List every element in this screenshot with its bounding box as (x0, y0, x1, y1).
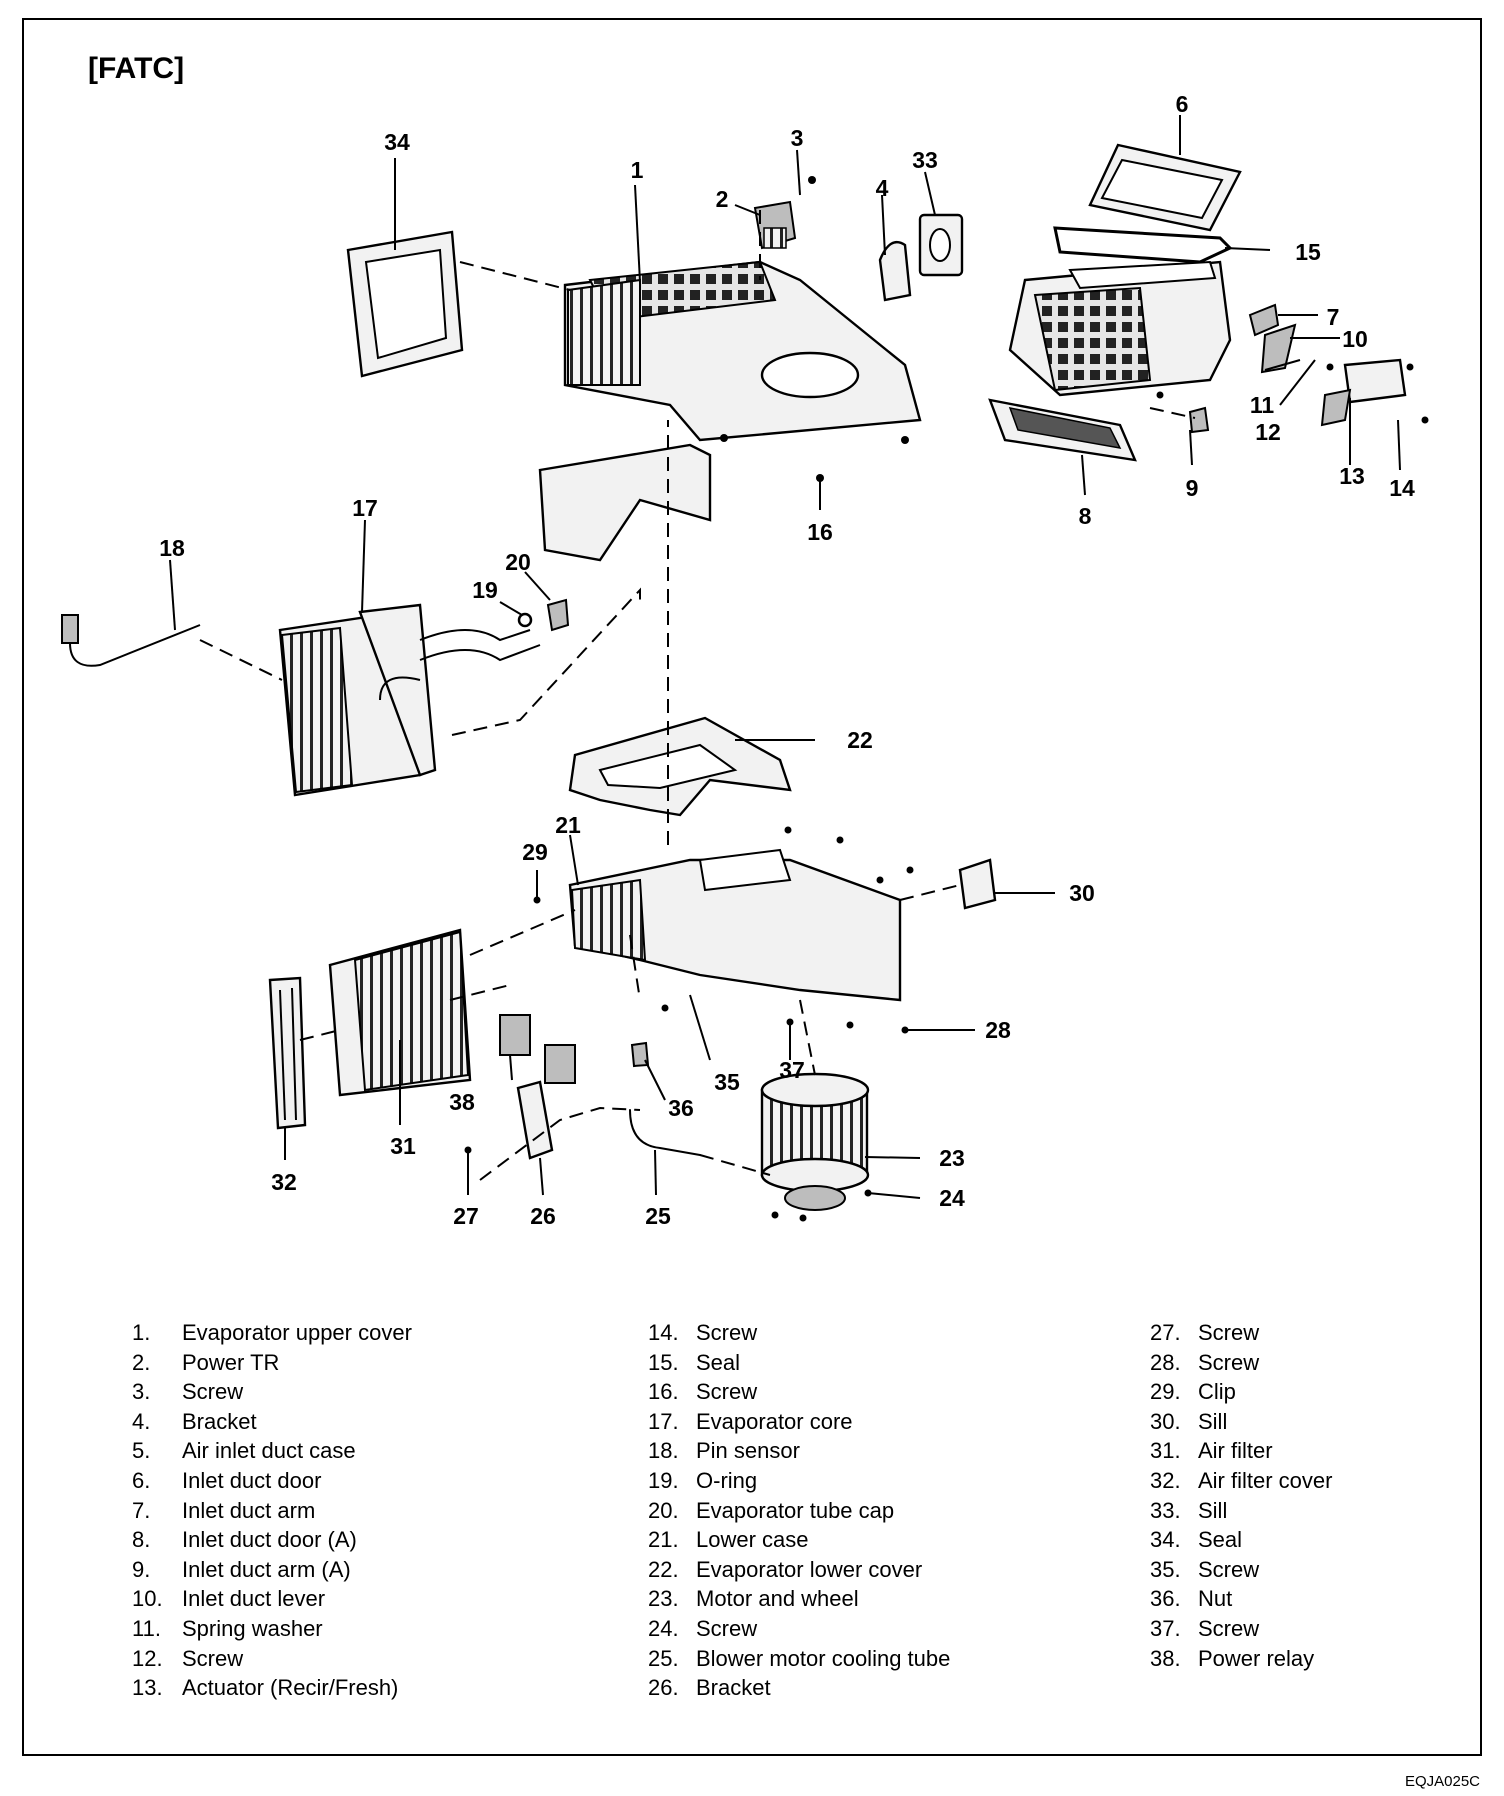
callout-34: 34 (384, 129, 410, 155)
callout-33: 33 (912, 147, 938, 173)
callout-6: 6 (1176, 91, 1189, 117)
air-filter-cover (268, 976, 307, 1130)
blower-motor-cooling-tube (629, 1109, 701, 1156)
callout-17: 17 (352, 495, 378, 521)
sill-30 (958, 858, 997, 910)
callout-37: 37 (779, 1057, 805, 1083)
callout-32: 32 (271, 1169, 297, 1195)
callout-12: 12 (1255, 419, 1281, 445)
diagram-title: [FATC] (88, 52, 185, 85)
seal-15 (1053, 226, 1233, 264)
bracket-26 (516, 1080, 554, 1160)
callout-26: 26 (530, 1203, 556, 1229)
air-filter (328, 928, 472, 1097)
callout-21: 21 (555, 812, 581, 838)
motor-and-wheel (760, 1072, 870, 1211)
callout-23: 23 (939, 1145, 965, 1171)
lower-case (568, 848, 902, 1002)
bracket-4 (878, 240, 912, 302)
sill-33 (918, 213, 964, 277)
callout-2: 2 (716, 186, 729, 212)
callout-14: 14 (1389, 475, 1415, 501)
alignment-lines (199, 210, 1196, 1181)
evaporator-lower-cover (568, 716, 792, 817)
callout-4: 4 (876, 175, 889, 201)
document-code: EQJA025C (1404, 1773, 1480, 1790)
inlet-duct-door-8 (988, 398, 1137, 462)
evaporator-core (278, 603, 541, 797)
callout-13: 13 (1339, 463, 1365, 489)
callout-8: 8 (1079, 503, 1092, 529)
actuator-13 (1320, 358, 1407, 427)
callout-24: 24 (939, 1185, 965, 1211)
callout-7: 7 (1327, 304, 1340, 330)
callout-9: 9 (1186, 475, 1199, 501)
callout-numbers: 1 2 3 4 6 7 8 9 10 11 12 13 14 15 16 17 … (159, 91, 1415, 1229)
duct-piece (538, 443, 712, 562)
inlet-duct-lever-10 (1260, 323, 1297, 374)
callout-22: 22 (847, 727, 873, 753)
callout-15: 15 (1295, 239, 1321, 265)
callout-27: 27 (453, 1203, 479, 1229)
callout-3: 3 (791, 125, 804, 151)
callout-28: 28 (985, 1017, 1011, 1043)
power-relay (499, 1014, 576, 1084)
seal-34 (346, 230, 464, 378)
evaporator-tube-cap (546, 598, 570, 632)
pin-sensor (61, 614, 201, 667)
callout-11: 11 (1250, 392, 1275, 418)
callout-25: 25 (645, 1203, 671, 1229)
callout-19: 19 (472, 577, 498, 603)
inlet-duct-door-6 (1088, 143, 1242, 232)
inlet-duct-arm-9 (1188, 406, 1210, 434)
o-ring (517, 612, 533, 628)
screws (464, 176, 1429, 1222)
evaporator-upper-cover (563, 260, 922, 442)
callout-29: 29 (522, 839, 548, 865)
diagram-frame (22, 18, 1482, 1756)
callout-1: 1 (631, 157, 644, 183)
air-inlet-duct-case (1008, 260, 1232, 397)
callout-38: 38 (449, 1089, 475, 1115)
callout-leaders (169, 115, 1401, 1199)
callout-10: 10 (1342, 326, 1368, 352)
callout-18: 18 (159, 535, 185, 561)
callout-20: 20 (505, 549, 531, 575)
callout-35: 35 (714, 1069, 740, 1095)
callout-16: 16 (807, 519, 833, 545)
callout-36: 36 (668, 1095, 694, 1121)
callout-31: 31 (390, 1133, 416, 1159)
inlet-duct-arm-7 (1248, 303, 1280, 337)
callout-30: 30 (1069, 880, 1095, 906)
